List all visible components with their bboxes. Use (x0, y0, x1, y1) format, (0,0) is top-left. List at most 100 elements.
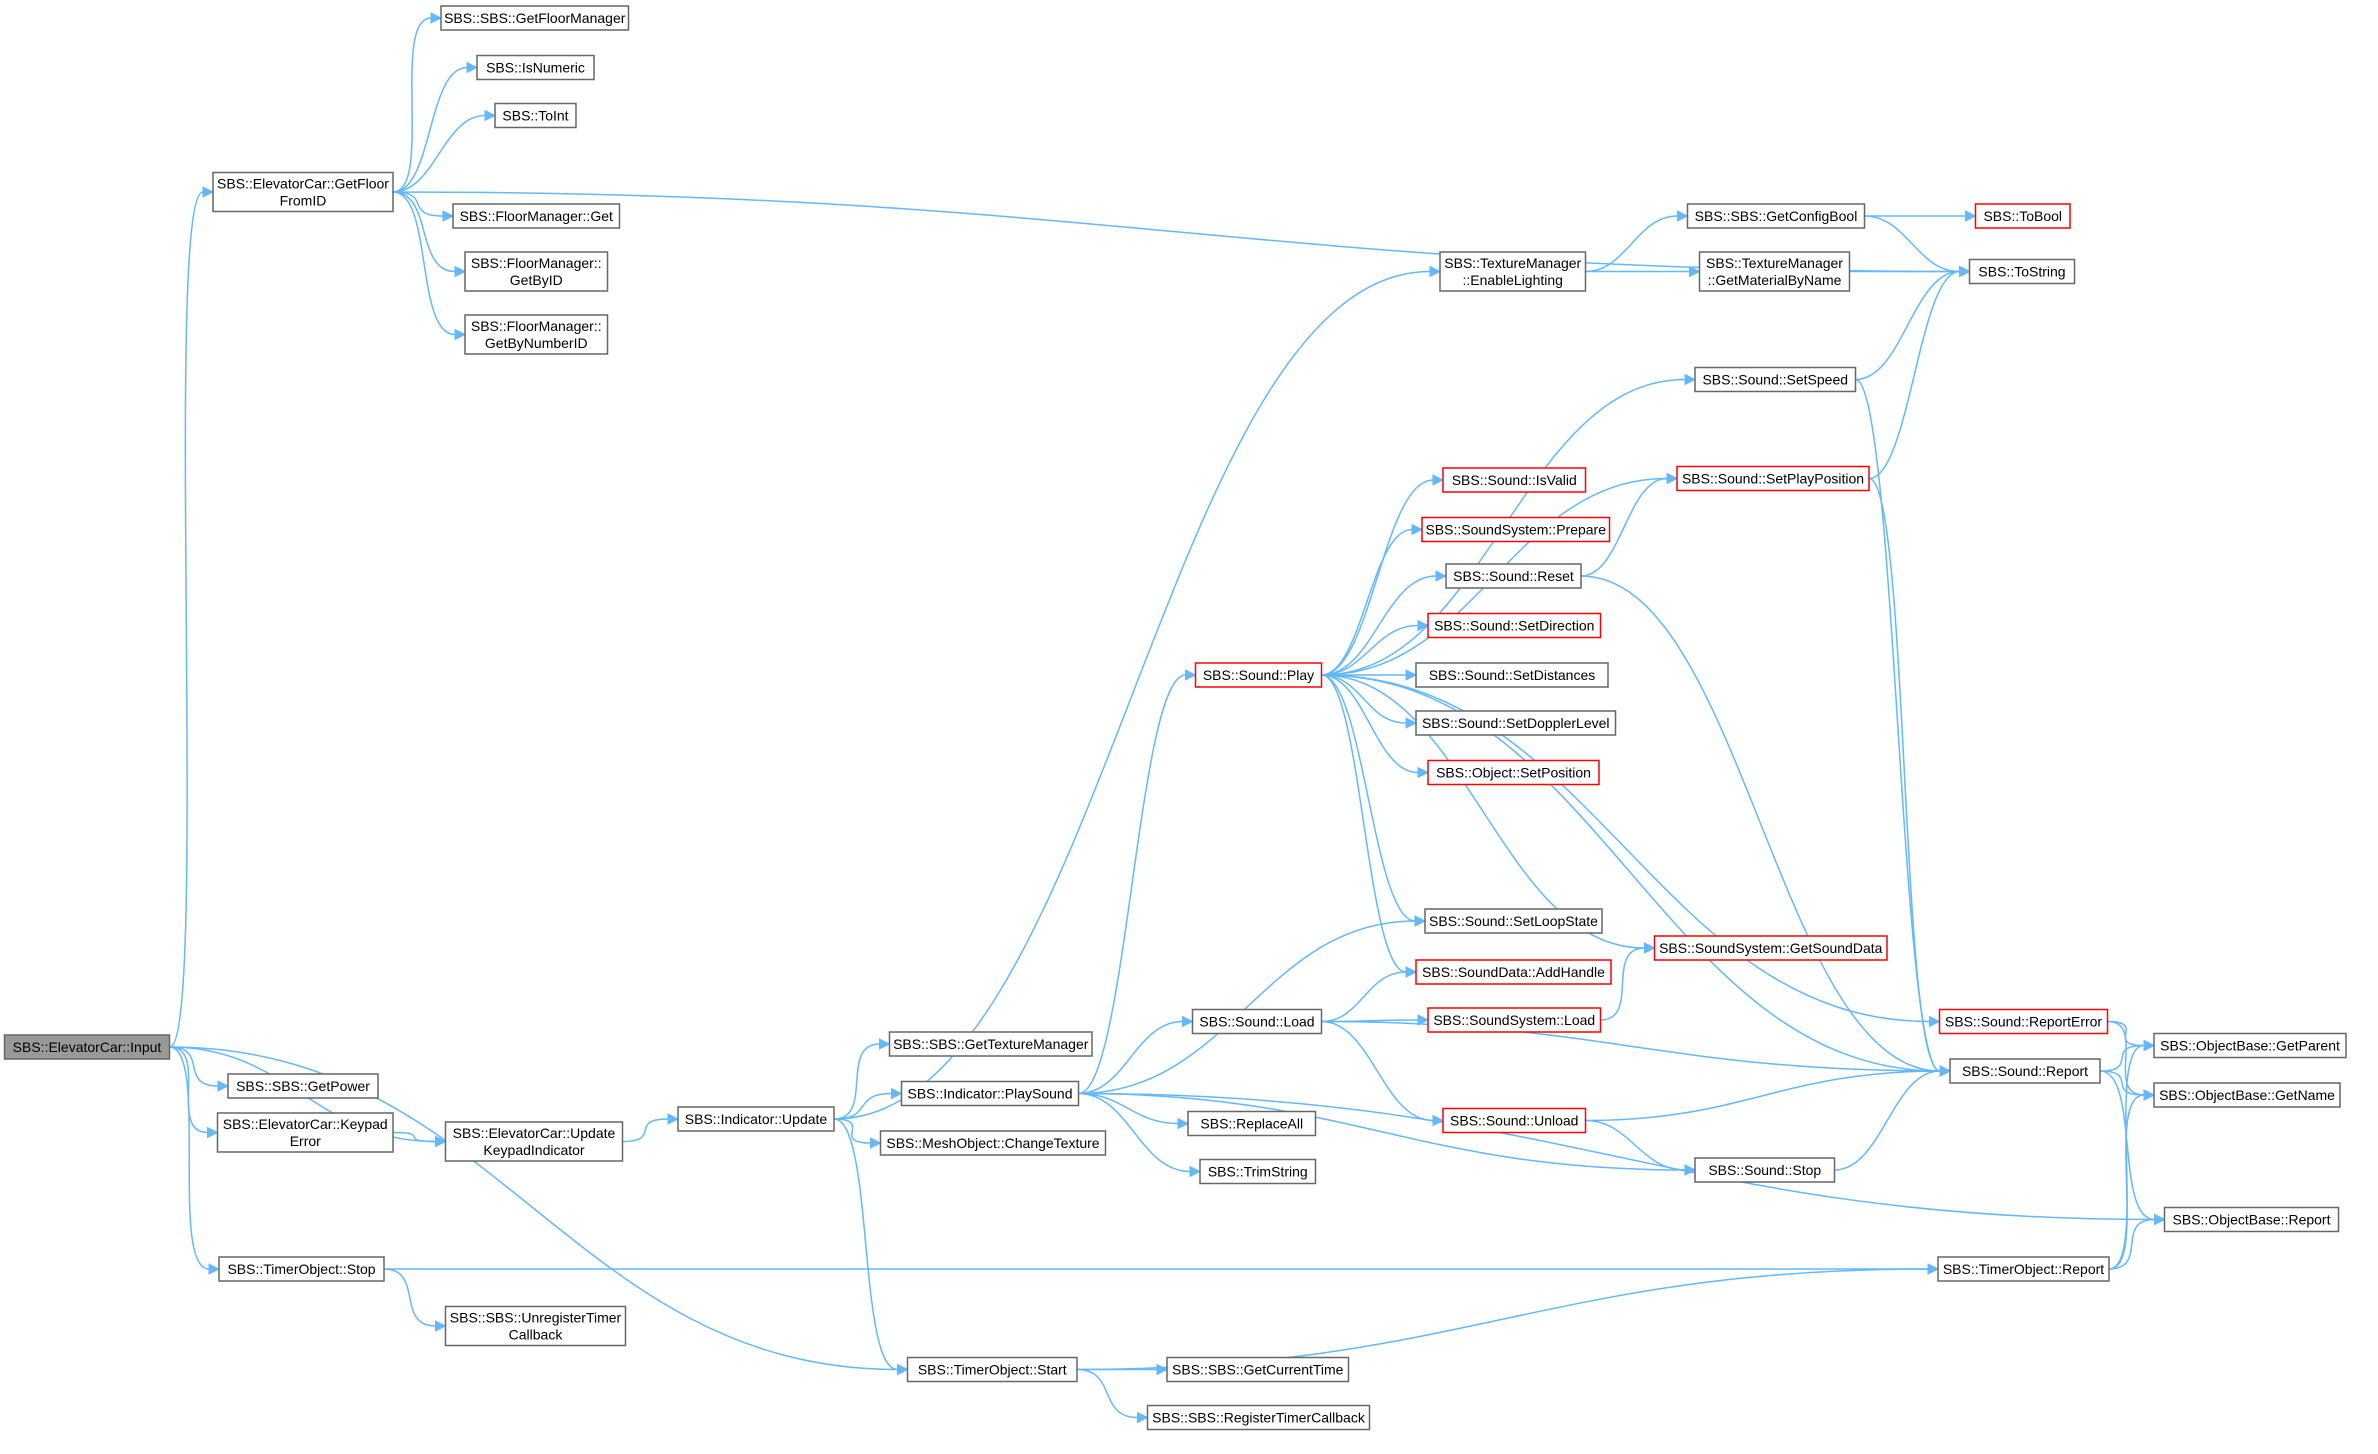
node-sbs-sound-setdistances[interactable]: SBS::Sound::SetDistances (1415, 662, 1609, 688)
node-label: SBS::ToString (1978, 264, 2065, 280)
edge-n45-n43 (2108, 1213, 2166, 1270)
node-sbs-isnumeric[interactable]: SBS::IsNumeric (476, 54, 595, 81)
node-label: SBS::SBS::UnregisterTimer (450, 1310, 622, 1326)
edge-n13-n16 (1585, 265, 1701, 278)
node-sbs-timerobject-report[interactable]: SBS::TimerObject::Report (1937, 1256, 2110, 1282)
node-sbs-sound-setloopstate[interactable]: SBS::Sound::SetLoopState (1424, 908, 1603, 934)
node-sbs-sound-setplayposition[interactable]: SBS::Sound::SetPlayPosition (1676, 465, 1870, 492)
node-sbs-sbs-getfloormanager[interactable]: SBS::SBS::GetFloorManager (440, 5, 630, 31)
node-label: GetByNumberID (485, 335, 588, 351)
edge-n47-n49 (1076, 1368, 1149, 1424)
node-label: SBS::SoundSystem::Load (1433, 1012, 1595, 1028)
node-sbs-texturemanager-enablelighting[interactable]: SBS::TextureManager::EnableLighting (1439, 251, 1587, 292)
node-sbs-toint[interactable]: SBS::ToInt (494, 102, 577, 129)
node-label: SBS::SBS::GetCurrentTime (1172, 1362, 1344, 1378)
node-sbs-floormanager-getbyid[interactable]: SBS::FloorManager::GetByID (464, 251, 609, 292)
node-sbs-sound-setspeed[interactable]: SBS::Sound::SetSpeed (1694, 366, 1857, 393)
node-sbs-elevatorcar-input[interactable]: SBS::ElevatorCar::Input (3, 1034, 171, 1060)
node-sbs-sound-unload[interactable]: SBS::Sound::Unload (1442, 1107, 1587, 1134)
node-sbs-objectbase-getname[interactable]: SBS::ObjectBase::GetName (2153, 1082, 2341, 1108)
node-sbs-sound-isvalid[interactable]: SBS::Sound::IsValid (1442, 467, 1587, 493)
node-label: SBS::ElevatorCar::Keypad (223, 1116, 388, 1132)
edge-n18-n40 (1078, 1092, 1202, 1178)
node-sbs-soundsystem-getsounddata[interactable]: SBS::SoundSystem::GetSoundData (1653, 935, 1888, 961)
node-sbs-timerobject-stop[interactable]: SBS::TimerObject::Stop (218, 1256, 385, 1282)
node-sbs-tobool[interactable]: SBS::ToBool (1974, 203, 2071, 229)
node-label: SBS::MeshObject::ChangeTexture (886, 1135, 1099, 1151)
node-sbs-sound-report[interactable]: SBS::Sound::Report (1949, 1058, 2101, 1084)
edge-n22-n8 (1868, 265, 1971, 480)
node-label: SBS::ElevatorCar::GetFloor (217, 176, 389, 192)
node-sbs-floormanager-get[interactable]: SBS::FloorManager::Get (452, 203, 621, 229)
node-sbs-sound-setdopplerlevel[interactable]: SBS::Sound::SetDopplerLevel (1415, 710, 1617, 736)
node-sbs-sbs-getcurrenttime[interactable]: SBS::SBS::GetCurrentTime (1166, 1356, 1350, 1383)
edge-n33-n32 (1321, 966, 1418, 1023)
node-label: SBS::ObjectBase::GetName (2159, 1087, 2335, 1103)
node-label: Callback (509, 1327, 564, 1343)
node-sbs-texturemanager-getmaterialbyname[interactable]: SBS::TextureManager::GetMaterialByName (1698, 251, 1851, 292)
edge-n41-n36 (1585, 1065, 1952, 1122)
node-label: SBS::ElevatorCar::Input (13, 1039, 162, 1055)
edge-n14-n8 (1864, 215, 1971, 278)
node-label: SBS::Indicator::Update (685, 1111, 828, 1127)
node-sbs-sound-stop[interactable]: SBS::Sound::Stop (1694, 1157, 1836, 1183)
node-sbs-sbs-getpower[interactable]: SBS::SBS::GetPower (227, 1073, 379, 1099)
node-sbs-objectbase-getparent[interactable]: SBS::ObjectBase::GetParent (2153, 1032, 2347, 1059)
node-sbs-sbs-registertimercallback[interactable]: SBS::SBS::RegisterTimerCallback (1146, 1404, 1371, 1431)
edge-n47-n45 (1076, 1263, 1940, 1371)
edge-n20-n25 (1321, 570, 1448, 676)
node-sbs-sound-load[interactable]: SBS::Sound::Load (1191, 1008, 1323, 1035)
node-sbs-sound-play[interactable]: SBS::Sound::Play (1194, 662, 1323, 688)
node-label: SBS::Sound::SetSpeed (1702, 372, 1848, 388)
node-sbs-objectbase-report[interactable]: SBS::ObjectBase::Report (2163, 1206, 2340, 1233)
node-sbs-floormanager-getbynumberid[interactable]: SBS::FloorManager::GetByNumberID (464, 314, 609, 355)
node-label: SBS::Sound::Load (1199, 1014, 1314, 1030)
node-sbs-sound-reporterror[interactable]: SBS::Sound::ReportError (1938, 1008, 2109, 1035)
node-label: SBS::TextureManager (1706, 255, 1843, 271)
edge-n11-n12 (622, 1113, 680, 1143)
node-label: SBS::TimerObject::Start (918, 1362, 1067, 1378)
edge-n25-n22 (1580, 472, 1679, 577)
node-label: SBS::ElevatorCar::Update (453, 1125, 616, 1141)
edge-n42-n36 (1834, 1065, 1952, 1171)
node-sbs-object-setposition[interactable]: SBS::Object::SetPosition (1427, 759, 1600, 786)
node-sbs-soundsystem-prepare[interactable]: SBS::SoundSystem::Prepare (1421, 516, 1611, 543)
node-sbs-indicator-update[interactable]: SBS::Indicator::Update (677, 1106, 835, 1132)
edge-n13-n14 (1585, 210, 1689, 273)
node-sbs-soundsystem-load[interactable]: SBS::SoundSystem::Load (1427, 1007, 1602, 1033)
edge-n20-n28 (1321, 674, 1418, 729)
node-label: SBS::Object::SetPosition (1436, 765, 1591, 781)
node-label: SBS::TextureManager (1444, 255, 1581, 271)
node-label: SBS::Sound::Reset (1453, 568, 1574, 584)
node-sbs-sound-setdirection[interactable]: SBS::Sound::SetDirection (1427, 612, 1602, 639)
edge-n1-n2 (392, 12, 443, 193)
edge-n1-n3 (392, 61, 479, 193)
node-label: SBS::ObjectBase::GetParent (2160, 1038, 2340, 1054)
node-sbs-trimstring[interactable]: SBS::TrimString (1199, 1158, 1317, 1185)
edge-n47-n48 (1077, 1363, 1169, 1376)
node-sbs-meshobject-changetexture[interactable]: SBS::MeshObject::ChangeTexture (879, 1130, 1107, 1156)
node-label: SBS::Sound::SetDistances (1429, 667, 1596, 683)
edge-n25-n36 (1580, 575, 1952, 1077)
node-label: SBS::Sound::Stop (1708, 1162, 1821, 1178)
node-sbs-indicator-playsound[interactable]: SBS::Indicator::PlaySound (900, 1080, 1080, 1107)
node-sbs-sbs-gettexturemanager[interactable]: SBS::SBS::GetTextureManager (888, 1031, 1093, 1057)
node-sbs-sounddata-addhandle[interactable]: SBS::SoundData::AddHandle (1415, 959, 1612, 985)
node-label: SBS::Sound::SetPlayPosition (1682, 471, 1864, 487)
edge-n45-n37 (2108, 1039, 2156, 1270)
edge-n20-n30 (1321, 674, 1427, 927)
node-sbs-sound-reset[interactable]: SBS::Sound::Reset (1445, 563, 1582, 589)
edges-layer (169, 12, 2166, 1424)
node-sbs-sbs-getconfigbool[interactable]: SBS::SBS::GetConfigBool (1686, 203, 1866, 229)
node-sbs-tostring[interactable]: SBS::ToString (1968, 258, 2076, 285)
node-sbs-replaceall[interactable]: SBS::ReplaceAll (1187, 1110, 1317, 1137)
edge-n18-n33 (1078, 1015, 1194, 1095)
edge-n12-n47 (833, 1118, 909, 1376)
edge-n45-n38 (2108, 1089, 2156, 1270)
node-label: SBS::Sound::SetDopplerLevel (1422, 715, 1610, 731)
node-sbs-timerobject-start[interactable]: SBS::TimerObject::Start (906, 1356, 1078, 1383)
